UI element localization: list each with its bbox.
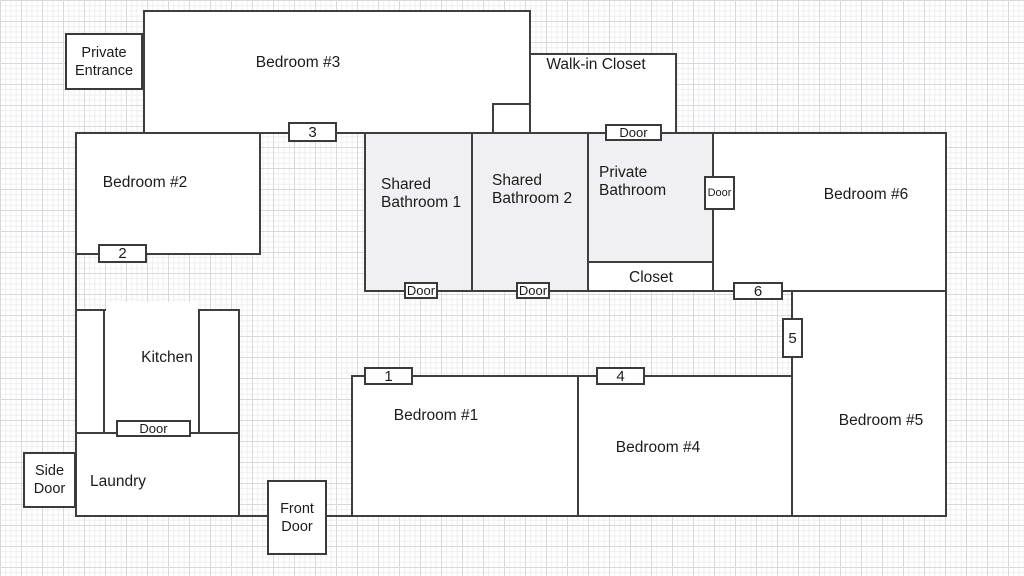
door-number-6-text: 6 [753, 282, 763, 300]
door-number-4: 4 [596, 367, 645, 385]
wall-segment [75, 132, 77, 517]
wall-segment [75, 253, 261, 255]
kitchen-door-label: Door [116, 420, 191, 437]
shared-bathroom1-label-line2: Bathroom 1 [381, 193, 462, 211]
shared-bathroom2-label-line1: Shared [492, 172, 542, 189]
room-bedroom1-floor [352, 376, 578, 516]
room-bedroom5-floor [792, 292, 946, 516]
wall-segment [529, 10, 531, 134]
room-laundry-floor [76, 433, 239, 516]
wall-segment [351, 375, 793, 377]
shared-bathroom1-label-line1: Shared [381, 176, 431, 193]
wall-segment [791, 290, 793, 517]
bedroom2-label: Bedroom #2 [102, 174, 188, 191]
room-bedroom6-floor [713, 133, 946, 292]
wall-segment [75, 515, 947, 517]
wall-segment [675, 53, 677, 134]
wall-segment [471, 132, 473, 292]
wall-segment [492, 103, 494, 134]
private-bathroom-side-door-label: Door [704, 176, 735, 210]
wall-segment [198, 309, 200, 434]
room-shared-bathroom1-floor [365, 133, 472, 292]
shared-bathroom1-door-label: Door [404, 282, 438, 299]
shared-bathroom2-door-label: Door [516, 282, 550, 299]
room-bedroom2-floor [75, 133, 260, 254]
private-entrance-box: Private Entrance [65, 33, 143, 90]
room-bedroom3-floor [143, 10, 531, 134]
room-private-bathroom-floor [588, 133, 713, 262]
door-number-6: 6 [733, 282, 783, 300]
front-door-box: Front Door [267, 480, 327, 555]
wall-segment [577, 375, 579, 517]
wall-segment [587, 261, 714, 263]
private-bathroom-side-door-text: Door [707, 186, 732, 199]
shared-bathroom1-door-text: Door [406, 283, 436, 298]
wall-segment [364, 290, 947, 292]
kitchen-label: Kitchen [141, 349, 193, 366]
room-kitchen-floor [76, 310, 239, 433]
shared-bathroom2-label-line2: Bathroom 2 [492, 189, 573, 207]
door-number-2-text: 2 [118, 245, 127, 262]
wall-segment [364, 132, 366, 292]
wall-segment [351, 375, 353, 517]
private-bathroom-label-line1: Private [599, 164, 648, 181]
wall-segment [143, 10, 531, 12]
bedroom5-label: Bedroom #5 [838, 412, 924, 429]
private-bathroom-label: Private Bathroom [599, 164, 666, 199]
private-entrance-label-line2: Entrance [74, 62, 134, 79]
door-number-3-text: 3 [308, 123, 317, 141]
wall-segment [75, 132, 947, 134]
wall-segment [198, 309, 240, 311]
wall-segment [143, 10, 145, 134]
wall-segment [259, 132, 261, 255]
room-closet-floor [588, 262, 713, 292]
erased-patch [106, 302, 198, 312]
walk-in-closet-label: Walk-in Closet [546, 56, 646, 73]
door-number-5-text: 5 [788, 329, 797, 347]
private-entrance-label-line1: Private [81, 44, 127, 61]
bedroom3-label: Bedroom #3 [255, 54, 341, 71]
door-number-5: 5 [782, 318, 803, 358]
room-bedroom4-floor [578, 376, 792, 516]
bedroom6-label: Bedroom #6 [823, 186, 909, 203]
laundry-label: Laundry [90, 473, 147, 490]
shared-bathroom2-label: Shared Bathroom 2 [492, 172, 572, 207]
wall-segment [103, 309, 105, 434]
side-door-box: Side Door [23, 452, 76, 508]
wall-segment [712, 132, 714, 292]
bedroom4-label: Bedroom #4 [615, 439, 701, 456]
room-closet-nook-floor [492, 103, 532, 134]
wall-segment [492, 103, 531, 105]
private-bathroom-label-line2: Bathroom [599, 181, 667, 199]
door-number-3: 3 [288, 122, 337, 142]
bedroom1-label: Bedroom #1 [393, 407, 479, 424]
wall-segment [529, 53, 677, 55]
shared-bathroom1-label: Shared Bathroom 1 [381, 176, 461, 211]
shared-bathroom2-door-text: Door [518, 283, 548, 298]
private-bathroom-top-door-text: Door [619, 125, 648, 140]
door-number-1-text: 1 [384, 367, 393, 385]
side-door-label-line2: Door [33, 481, 66, 497]
wall-segment [587, 132, 589, 292]
kitchen-door-text: Door [139, 421, 168, 436]
front-door-label-line1: Front [280, 500, 314, 517]
front-door-label-line2: Door [281, 518, 313, 535]
door-number-2: 2 [98, 244, 147, 263]
side-door-label-line1: Side [34, 463, 65, 479]
private-bathroom-top-door-label: Door [605, 124, 662, 141]
wall-segment [238, 309, 240, 517]
room-shared-bathroom2-floor [472, 133, 588, 292]
room-walk-in-closet-floor [530, 53, 677, 134]
door-number-4-text: 4 [616, 367, 625, 385]
closet-label: Closet [629, 269, 673, 286]
door-number-1: 1 [364, 367, 413, 385]
wall-segment [945, 132, 947, 517]
wall-segment [75, 309, 106, 311]
